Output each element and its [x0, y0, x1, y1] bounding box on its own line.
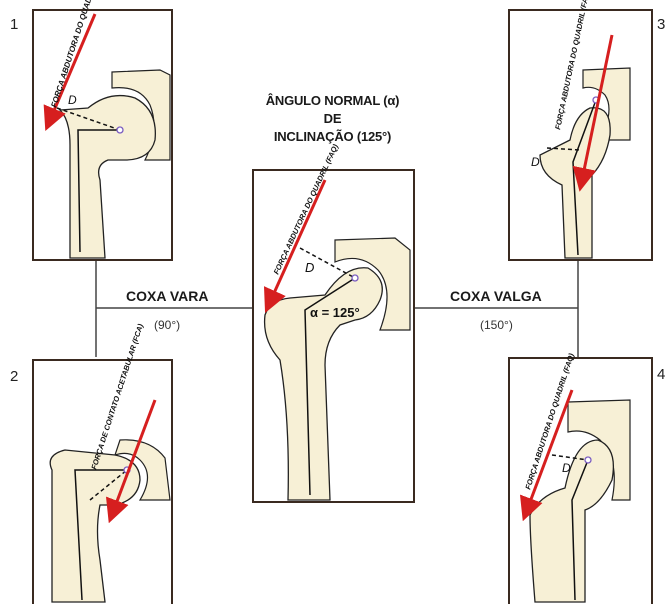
d-label-1: D	[68, 93, 77, 107]
center-point-1	[117, 127, 123, 133]
panel-number-3: 3	[657, 16, 665, 33]
angle-label-center: α = 125°	[310, 305, 360, 320]
panel-number-1: 1	[10, 16, 18, 33]
panel-3: D FORÇA ABDUTORA DO QUADRIL (FAQ)	[509, 0, 652, 260]
center-point-4	[585, 457, 591, 463]
panel-number-2: 2	[10, 368, 18, 385]
d-label-center: D	[305, 260, 314, 275]
coxa-vara-label: COXA VARA	[126, 288, 208, 304]
coxa-vara-angle: (90°)	[154, 318, 180, 332]
panel-1: D FORÇA ABDUTORA DO QUADRIL	[33, 0, 172, 260]
title-line-2: DE	[240, 110, 425, 128]
panel-2: FORÇA DE CONTATO ACETABULAR (FCA)	[33, 322, 172, 604]
coxa-valga-angle: (150°)	[480, 318, 513, 332]
title-line-3: INCLINAÇÃO (125°)	[240, 128, 425, 146]
center-point-center	[352, 275, 358, 281]
d-label-3: D	[531, 155, 540, 169]
title-line-1: ÂNGULO NORMAL (α)	[240, 92, 425, 110]
panel-number-4: 4	[657, 366, 665, 383]
panel-center: D α = 125° FORÇA ABDUTORA DO QUADRIL (FA…	[253, 142, 414, 502]
diagram-title: ÂNGULO NORMAL (α) DE INCLINAÇÃO (125°)	[240, 92, 425, 146]
panel-4: D FORÇA ABDUTORA DO QUADRIL (FAQ)	[509, 352, 652, 604]
d-label-4: D	[562, 461, 571, 475]
coxa-valga-label: COXA VALGA	[450, 288, 542, 304]
